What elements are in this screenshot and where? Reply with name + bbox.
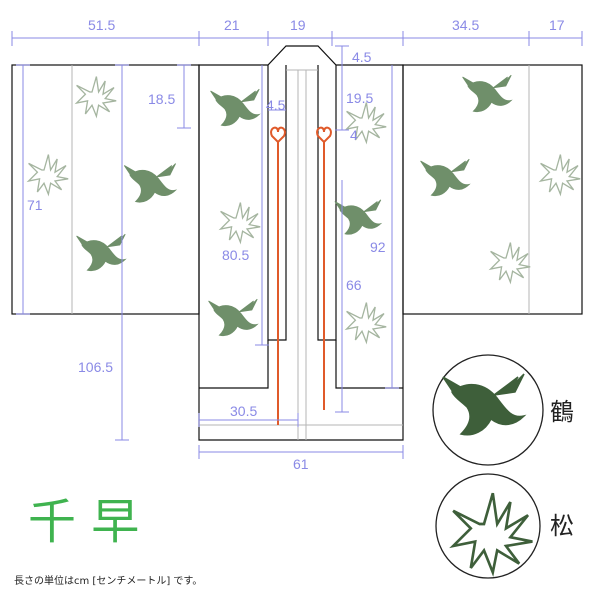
dim-half-width: 30.5: [230, 403, 257, 419]
dim-sleeve-width: 51.5: [88, 17, 115, 33]
dim-tie-offset: 4: [350, 127, 358, 143]
dim-body-right: 92: [370, 239, 386, 255]
dim-collar-offset-left: 4.5: [266, 97, 286, 113]
seam-lines: [71, 65, 530, 440]
pine-crest-label: 松: [550, 512, 574, 540]
pine-pattern: [27, 75, 581, 343]
dim-hem-width: 61: [293, 456, 309, 472]
dim-sleeve-length: 71: [27, 197, 43, 213]
pine-crest: [435, 473, 541, 579]
dim-total-length: 106.5: [78, 359, 113, 375]
half-width-dimension: [198, 413, 299, 427]
dim-shoulder-panel: 21: [224, 17, 240, 33]
unit-note: 長さの単位はcm [センチメートル] です。: [14, 574, 202, 587]
tie-cords: [270, 126, 332, 425]
hem-width-dimension: [198, 445, 404, 459]
crane-crest-label: 鶴: [550, 398, 574, 426]
top-dimension-line: [11, 31, 583, 46]
dim-right-body: 34.5: [452, 17, 479, 33]
dim-lower-front: 66: [346, 277, 362, 293]
title: 千 早: [28, 494, 139, 550]
dim-collar-drop: 4.5: [352, 49, 372, 65]
dim-right-edge: 17: [549, 17, 565, 33]
crane-crest: [432, 354, 544, 466]
crane-pattern: [76, 74, 512, 337]
dim-sleeve-drop: 18.5: [148, 91, 175, 107]
dim-collar-offset-right: 19.5: [346, 90, 373, 106]
dim-body-front: 80.5: [222, 247, 249, 263]
dim-neck: 19: [290, 17, 306, 33]
vertical-dimension-lines: [16, 45, 399, 441]
